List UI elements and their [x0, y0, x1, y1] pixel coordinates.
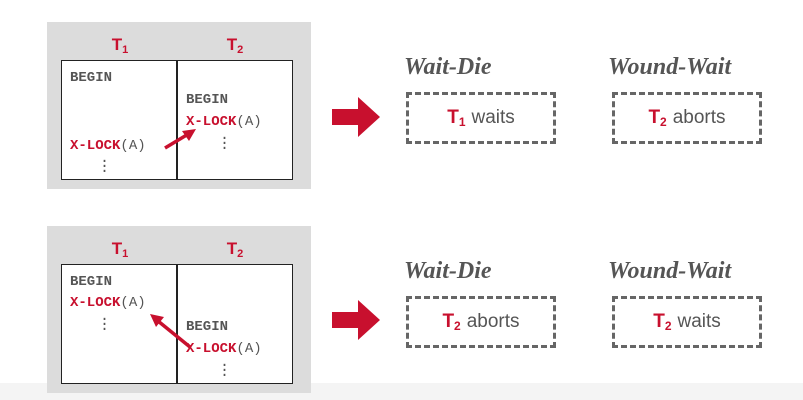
- column-divider: [176, 265, 178, 383]
- schedule-table: BEGIN X-LOCK(A) ··· BEGIN X-LOCK(A) ···: [61, 60, 293, 180]
- t1-xlock: X-LOCK(A): [70, 138, 146, 154]
- t2-header: T2: [226, 35, 244, 56]
- t2-begin: BEGIN: [186, 92, 229, 108]
- schedule-panel-2: T1 T2 BEGIN X-LOCK(A) ··· BEGIN X-LOCK(A…: [47, 226, 311, 393]
- t2-xlock: X-LOCK(A): [186, 341, 262, 357]
- t2-ellipsis: ···: [220, 357, 230, 384]
- t1-ellipsis: ···: [100, 311, 110, 338]
- wait-die-title: Wait-Die: [404, 258, 492, 284]
- right-arrow-icon: [332, 97, 380, 137]
- lock-request-arrow: [150, 314, 192, 349]
- t2-header: T2: [226, 239, 244, 260]
- lock-request-arrow: [164, 129, 196, 150]
- column-divider: [176, 61, 178, 179]
- wound-wait-title: Wound-Wait: [608, 258, 732, 284]
- t2-begin: BEGIN: [186, 319, 229, 335]
- schedule-panel-1: T1 T2 BEGIN X-LOCK(A) ··· BEGIN X-LOCK(A…: [47, 22, 311, 189]
- right-arrow-icon: [332, 300, 380, 340]
- t2-ellipsis: ···: [220, 130, 230, 157]
- t1-begin: BEGIN: [70, 274, 113, 290]
- t1-begin: BEGIN: [70, 70, 113, 86]
- wound-wait-title: Wound-Wait: [608, 54, 732, 80]
- t1-xlock: X-LOCK(A): [70, 295, 146, 311]
- wait-die-title: Wait-Die: [404, 54, 492, 80]
- schedule-table: BEGIN X-LOCK(A) ··· BEGIN X-LOCK(A) ···: [61, 264, 293, 384]
- t1-header: T1: [111, 35, 129, 56]
- t2-xlock: X-LOCK(A): [186, 114, 262, 130]
- t1-header: T1: [111, 239, 129, 260]
- t1-ellipsis: ···: [100, 153, 110, 180]
